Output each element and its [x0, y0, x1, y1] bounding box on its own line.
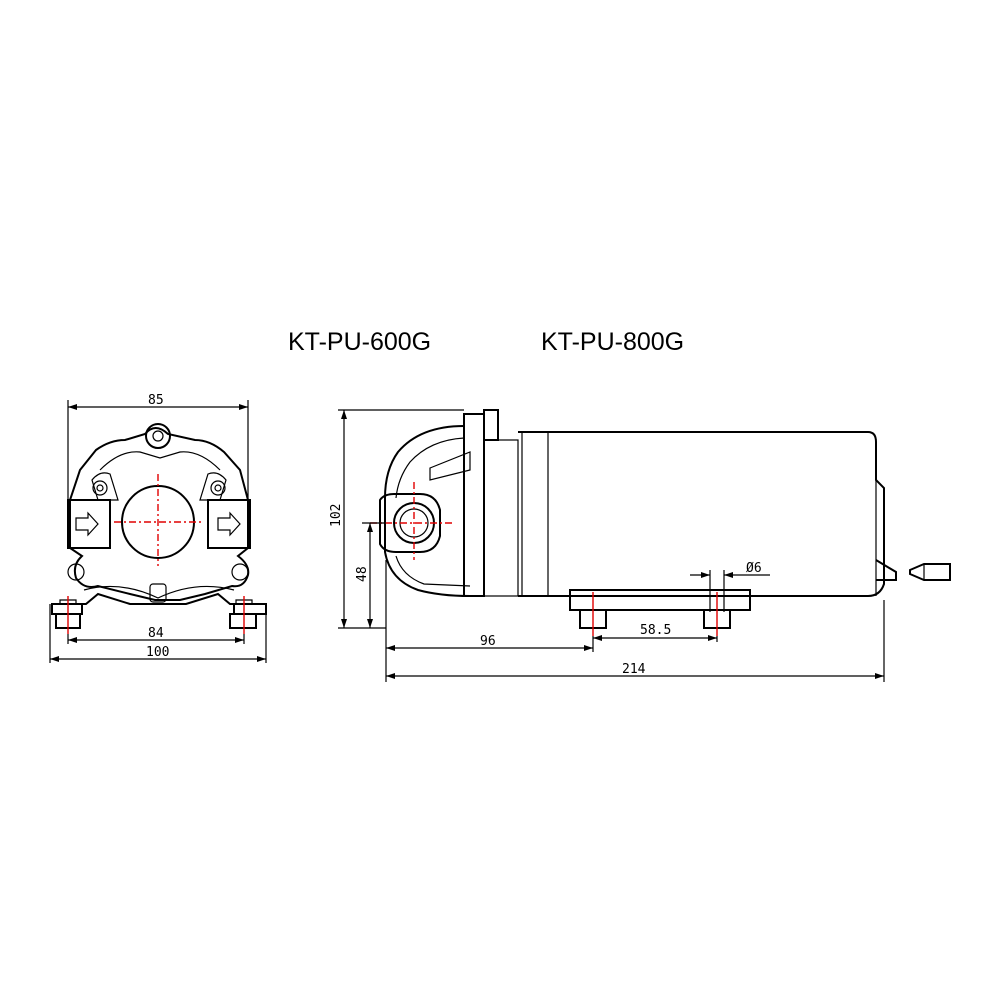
dim-front-overall-100: 100 [146, 645, 169, 660]
dim-front-mount-84: 84 [148, 626, 164, 641]
front-view: 85 84 100 [49, 393, 267, 663]
dim-side-to-mount-96: 96 [480, 634, 496, 649]
outlet-arrow-icon [217, 511, 241, 537]
inlet-arrow-icon [75, 511, 99, 537]
model-title-600g: KT-PU-600G [288, 328, 431, 356]
dim-side-hole-dia: Ø6 [746, 561, 762, 576]
model-title-800g: KT-PU-800G [541, 328, 684, 356]
dim-side-overall-214: 214 [622, 662, 646, 677]
dim-side-height-102: 102 [329, 504, 344, 527]
dim-front-width-85: 85 [148, 393, 164, 408]
dim-side-mount-58-5: 58.5 [640, 623, 671, 638]
dim-side-axis-48: 48 [355, 566, 370, 582]
side-view: 102 48 96 58.5 Ø6 214 [329, 409, 951, 682]
